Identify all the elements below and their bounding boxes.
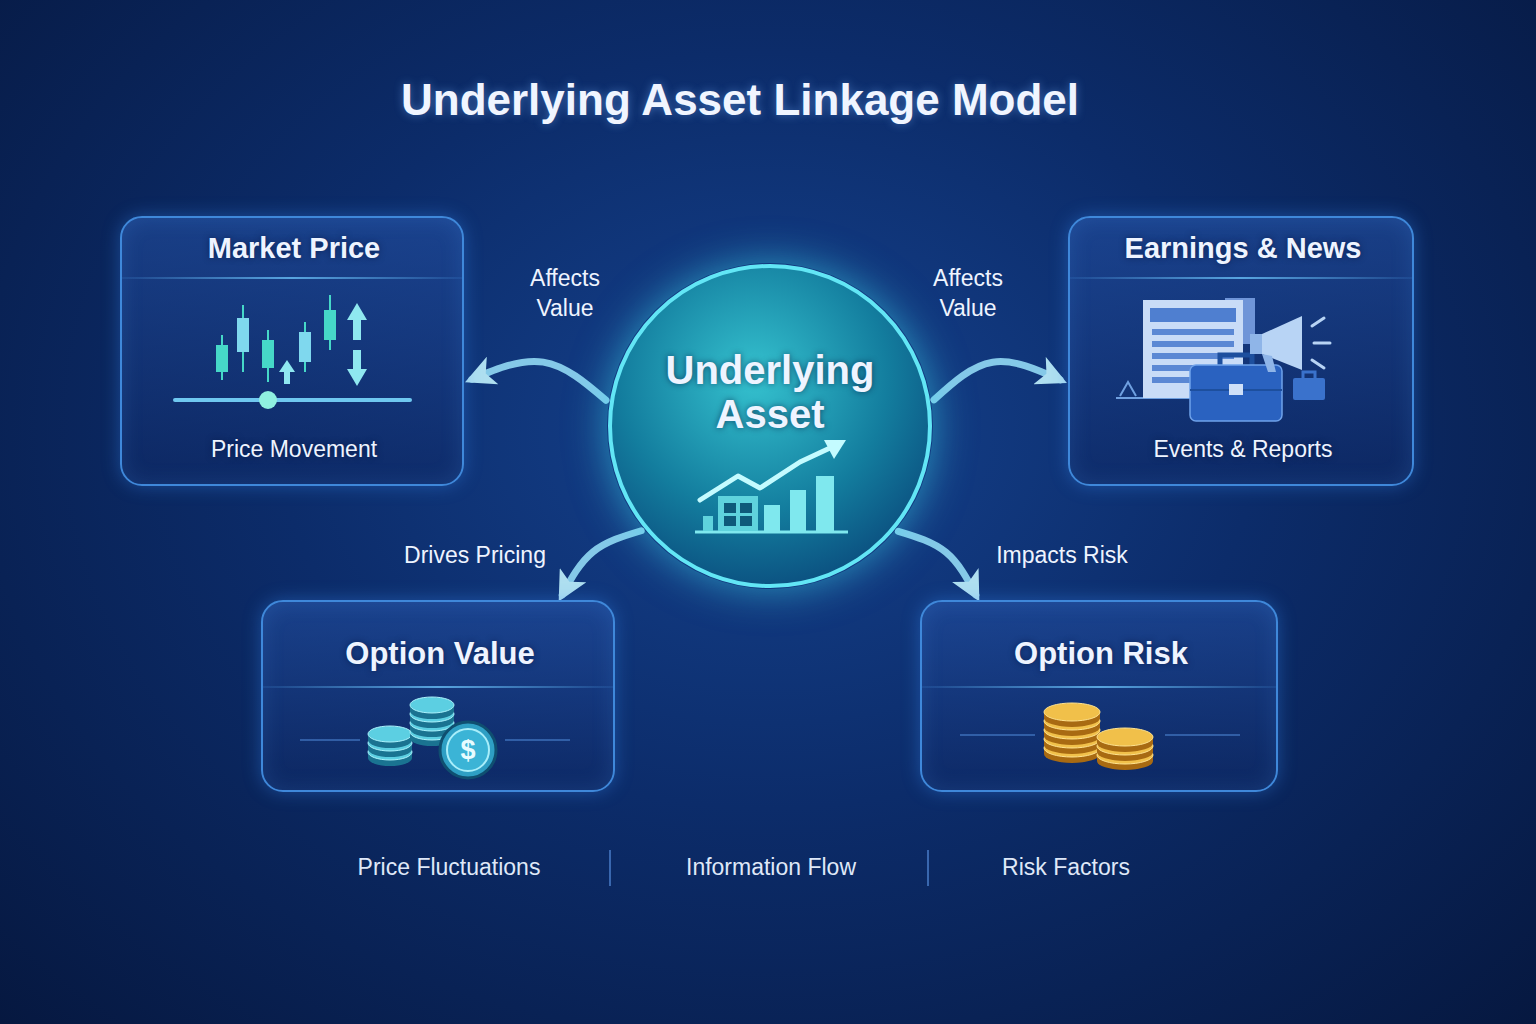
box-heading: Option Risk — [932, 637, 1270, 671]
info-box: Option Risk — [920, 600, 1278, 792]
footer-separator — [927, 850, 929, 886]
footer-label: Price Fluctuations — [358, 854, 541, 881]
box-heading: Option Value — [273, 637, 607, 671]
info-box: Earnings & NewsEvents & Reports — [1068, 216, 1414, 486]
coin-symbol: $ — [460, 735, 475, 766]
hub-circle: Underlying Asset — [607, 263, 933, 589]
header-divider — [263, 686, 613, 688]
footer-rule — [190, 829, 1350, 831]
info-box: Option Value — [261, 600, 615, 792]
footer-label: Risk Factors — [1002, 854, 1130, 881]
connector-arrow — [934, 362, 1060, 400]
edge-label: Drives Pricing — [404, 541, 546, 571]
connector-arrow — [898, 531, 976, 595]
box-caption: Price Movement — [132, 437, 456, 462]
box-heading: Market Price — [132, 233, 456, 265]
header-divider — [122, 277, 462, 279]
diagram-title: Underlying Asset Linkage Model — [401, 75, 1079, 125]
header-divider — [922, 686, 1276, 688]
connector-arrow — [562, 531, 641, 595]
box-caption: Events & Reports — [1080, 437, 1406, 462]
box-heading: Earnings & News — [1080, 233, 1406, 265]
edge-label: Impacts Risk — [996, 541, 1128, 571]
title-underline — [330, 142, 1200, 144]
hub-label: Underlying Asset — [640, 348, 900, 436]
footer-separator — [609, 850, 611, 886]
edge-label: Affects Value — [913, 264, 1023, 324]
circle-shape — [610, 266, 930, 586]
info-box: Market PricePrice Movement — [120, 216, 464, 486]
header-divider — [1070, 277, 1412, 279]
connector-arrow — [472, 361, 606, 400]
edge-label: Affects Value — [510, 264, 620, 324]
footer-label: Information Flow — [686, 854, 856, 881]
